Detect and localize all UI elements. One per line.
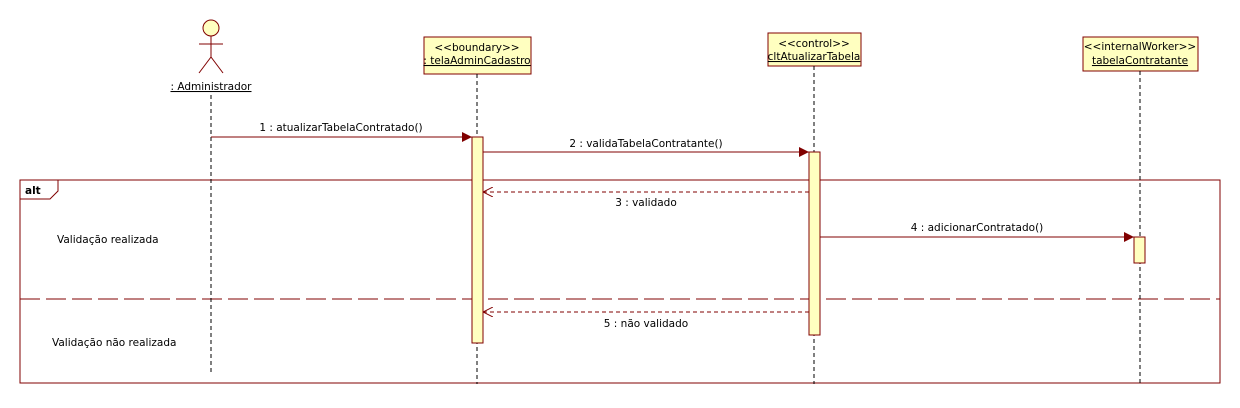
worker-name: tabelaContratante <box>1092 55 1188 67</box>
lifeline-tela-admin-cadastro[interactable]: <<boundary>> : telaAdminCadastro <box>423 36 532 384</box>
activation-bar <box>1133 236 1146 264</box>
guard-validacao-nao-realizada: Validação não realizada <box>52 337 176 349</box>
lifeline-head-box <box>1082 36 1199 72</box>
boundary-stereotype: <<boundary>> <box>434 42 519 54</box>
control-name: cltAtualizarTabela <box>768 51 861 63</box>
message-3-return[interactable]: 3 : validado <box>483 192 809 209</box>
lifeline-administrador[interactable]: : Administrador <box>170 19 252 372</box>
worker-stereotype: <<internalWorker>> <box>1084 41 1196 53</box>
message-2[interactable]: 2 : validaTabelaContratante() <box>483 138 809 157</box>
message-5-return[interactable]: 5 : não validado <box>483 312 809 330</box>
alt-fragment: alt Validação realizada Validação não re… <box>19 179 1221 384</box>
boundary-name: : telaAdminCadastro <box>423 55 530 67</box>
message-label: 2 : validaTabelaContratante() <box>569 138 722 150</box>
lifeline-clt-atualizar-tabela[interactable]: <<control>> cltAtualizarTabela <box>767 32 862 384</box>
message-label: 4 : adicionarContratado() <box>911 222 1044 234</box>
guard-validacao-realizada: Validação realizada <box>57 234 159 246</box>
lifeline-tabela-contratante[interactable]: <<internalWorker>> tabelaContratante <box>1082 36 1199 384</box>
alt-operator-tab <box>19 179 59 200</box>
actor-stick-figure-icon <box>198 19 224 74</box>
activation-bar <box>808 151 821 336</box>
lifeline-head-box <box>423 36 532 75</box>
message-4[interactable]: 4 : adicionarContratado() <box>820 222 1134 242</box>
lifeline-head-box <box>767 32 862 67</box>
alt-operator-label: alt <box>25 185 41 197</box>
activation-bar <box>471 136 484 344</box>
message-label: 1 : atualizarTabelaContratado() <box>259 122 422 134</box>
actor-name: : Administrador <box>170 81 252 93</box>
message-1[interactable]: 1 : atualizarTabelaContratado() <box>211 122 472 142</box>
control-stereotype: <<control>> <box>778 38 850 50</box>
message-label: 3 : validado <box>615 197 677 209</box>
message-label: 5 : não validado <box>604 318 688 330</box>
